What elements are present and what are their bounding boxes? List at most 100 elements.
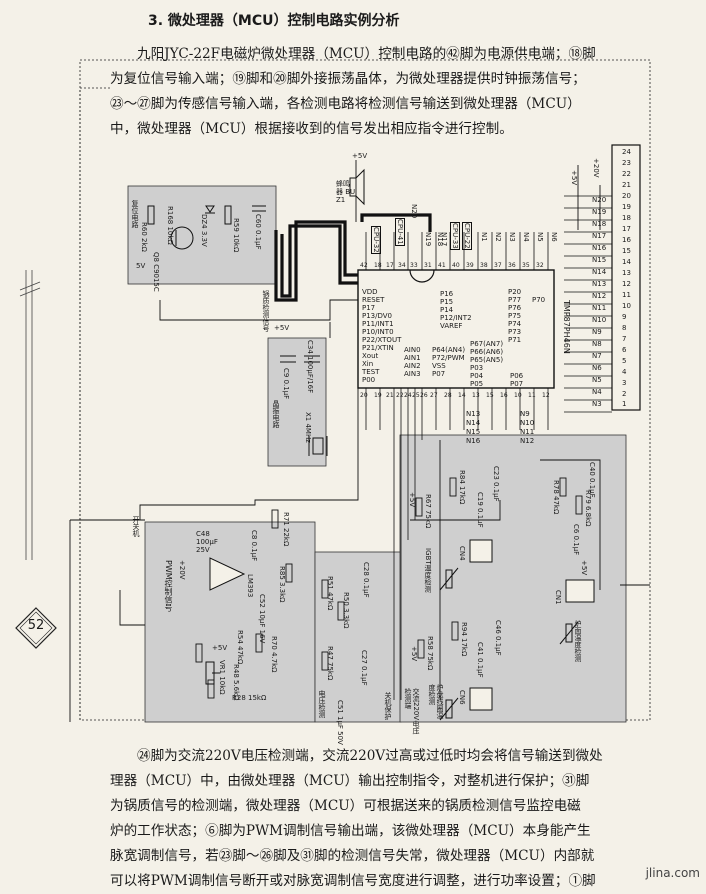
- bottom-pin-number: 27: [430, 392, 438, 399]
- surface-5v-label: +5V: [580, 560, 588, 576]
- intro-line-4: 中，微处理器（MCU）根据接收到的信号发出相应指令进行控制。: [110, 121, 513, 137]
- top-pin-number: 42: [360, 262, 368, 269]
- section-heading: 3. 微处理器（MCU）控制电路实例分析: [148, 13, 400, 29]
- coil-temp-label: 炉盘线圈温度检测: [428, 684, 444, 719]
- mcu-pin-p72: P72/PWM: [432, 354, 465, 362]
- top-pin-number: 31: [424, 262, 432, 269]
- oscillator-block: [267, 337, 327, 467]
- mcu-pin-p17: P17: [362, 304, 376, 312]
- top-net-label: N2: [494, 232, 502, 242]
- pwm-control-block: [144, 521, 316, 723]
- display-net-label: N5: [592, 376, 602, 384]
- mcu-pin-p64: P64(AN4): [432, 346, 466, 354]
- voltage-r47-label: R47 75kΩ: [326, 646, 334, 681]
- surface-c40-label: C40 0.1μF: [588, 462, 596, 498]
- oscillator-c9-label: C9 0.1μF: [282, 368, 290, 400]
- pot-signal-label: 锅质检测信号: [262, 290, 270, 332]
- connector-pin-number: 20: [622, 192, 631, 200]
- bottom-pin-number: 15: [486, 392, 494, 399]
- oscillator-crystal-label: X1 4MHz: [304, 412, 312, 443]
- reset-r60-label: R60 2kΩ: [140, 222, 148, 252]
- desc-line-4: 炉的工作状态；⑥脚为PWM调制信号输出端，该微处理器（MCU）本身能产生: [110, 823, 591, 839]
- connector-pin-number: 22: [622, 170, 631, 178]
- display-net-label: N19: [592, 208, 607, 216]
- coil-cn6-label: CN6: [458, 690, 466, 705]
- mcu-pin-p07b: P07: [510, 380, 524, 388]
- display-net-label: N13: [592, 280, 607, 288]
- bottom-pin-number: 12: [542, 392, 550, 399]
- igbt-5v-label: +5V: [408, 492, 416, 508]
- top-net-label: N17: [440, 232, 448, 247]
- reset-circuit-block: [127, 185, 277, 285]
- surface-r79-label: R79 6.8kΩ: [584, 490, 592, 527]
- bottom-pin-number: 19: [374, 392, 382, 399]
- pwm-r71-label: R71 22kΩ: [282, 512, 290, 547]
- mcu-pin-vss: VSS: [432, 362, 446, 370]
- reset-c60-label: C60 0.1μF: [254, 214, 262, 250]
- top-pin-number: 40: [452, 262, 460, 269]
- connector-pin-number: 18: [622, 214, 631, 222]
- connector-pin-number: 1: [622, 400, 627, 408]
- mcu-pin-p15: P15: [440, 298, 454, 306]
- reset-dz4-label: DZ4 3.3V: [200, 214, 208, 247]
- coil-c46-label: C46 0.1μF: [494, 620, 502, 656]
- cpu-tag-22: CPU-22: [462, 222, 472, 250]
- bottom-pin-number: 13: [472, 392, 480, 399]
- top-pin-number: 38: [480, 262, 488, 269]
- connector-pin-number: 21: [622, 181, 631, 189]
- connector-pin-number: 9: [622, 313, 627, 321]
- top-net-label: N1: [480, 232, 488, 242]
- top-pin-number: 32: [536, 262, 544, 269]
- display-net-label: N15: [592, 256, 607, 264]
- oscillator-title: 晶振电路: [272, 400, 280, 428]
- page-number: 52: [27, 618, 45, 633]
- bottom-pin-number: 28: [444, 392, 452, 399]
- top-pin-number: 35: [522, 262, 530, 269]
- top-pin-number: 34: [398, 262, 406, 269]
- mcu-pin-p16: P16: [440, 290, 454, 298]
- pwm-20v-label: +20V: [178, 560, 186, 580]
- mcu-pin-p10: P10/INT0: [362, 328, 394, 336]
- bottom-pin-number: 20: [360, 392, 368, 399]
- mcu-pin-p11: P11/INT1: [362, 320, 394, 328]
- bottom-pin-number: 11: [528, 392, 536, 399]
- mcu-pin-p75: P75: [508, 312, 522, 320]
- top-net-label: N4: [522, 232, 530, 242]
- bottom-net-label: N11: [520, 428, 535, 436]
- top-net-label: N18: [436, 232, 444, 247]
- pwm-5v-label: +5V: [212, 644, 228, 652]
- bottom-pin-number: 24: [404, 392, 412, 399]
- top-pin-number: 41: [438, 262, 446, 269]
- display-net-label: N20: [592, 196, 607, 204]
- display-net-label: N18: [592, 220, 607, 228]
- connector-pin-number: 24: [622, 148, 631, 156]
- connector-pin-number: 5: [622, 357, 627, 365]
- coil-5v-label: +5V: [410, 646, 418, 662]
- buzzer-label: 蜂鸣器 BUZ1: [336, 180, 356, 204]
- pwm-r70-label: R70 4.7kΩ: [270, 636, 278, 673]
- connector-pin-number: 10: [622, 302, 631, 310]
- mcu-pin-p77: P77: [508, 296, 522, 304]
- desc-line-3: 为锅质信号的检测端，微处理器（MCU）可根据送来的锅质检测信号监控电磁: [110, 798, 581, 814]
- pwm-r54-label: R54 47kΩ: [236, 630, 244, 665]
- reset-r168-label: R168 10kΩ: [166, 206, 174, 245]
- desc-line-1: ㉔脚为交流220V电压检测端，交流220V过高或过低时均会将信号输送到微处: [137, 748, 603, 764]
- pin-description-paragraph: ㉔脚为交流220V电压检测端，交流220V过高或过低时均会将信号输送到微处 理器…: [110, 744, 675, 894]
- mcu-pin-p22: P22/XTOUT: [362, 336, 402, 344]
- connector-pin-number: 16: [622, 236, 631, 244]
- page-number-badge: 52: [14, 606, 58, 650]
- pwm-opamp-label: LM393: [246, 574, 254, 598]
- voltage-r51-label: R51 47kΩ: [326, 576, 334, 611]
- igbt-cn4-label: CN4: [458, 546, 466, 561]
- margin-lines: [19, 270, 41, 560]
- mcu-pin-p71: P71: [508, 336, 522, 344]
- mcu-pin-p07a: P07: [432, 370, 446, 378]
- pwm-r85-label: R85 3.3kΩ: [278, 566, 286, 603]
- top-net-label: N6: [550, 232, 558, 242]
- bottom-net-label: N15: [466, 428, 481, 436]
- igbt-temp-label: IGBT温度检测: [424, 548, 432, 593]
- mcu-pin-varef: VAREF: [440, 322, 463, 330]
- intro-line-2: 为复位信号输入端；⑲脚和⑳脚外接振荡晶体，为微处理器提供时钟振荡信号；: [110, 71, 586, 87]
- display-net-label: N11: [592, 304, 607, 312]
- surface-c6-label: C6 0.1μF: [572, 524, 580, 556]
